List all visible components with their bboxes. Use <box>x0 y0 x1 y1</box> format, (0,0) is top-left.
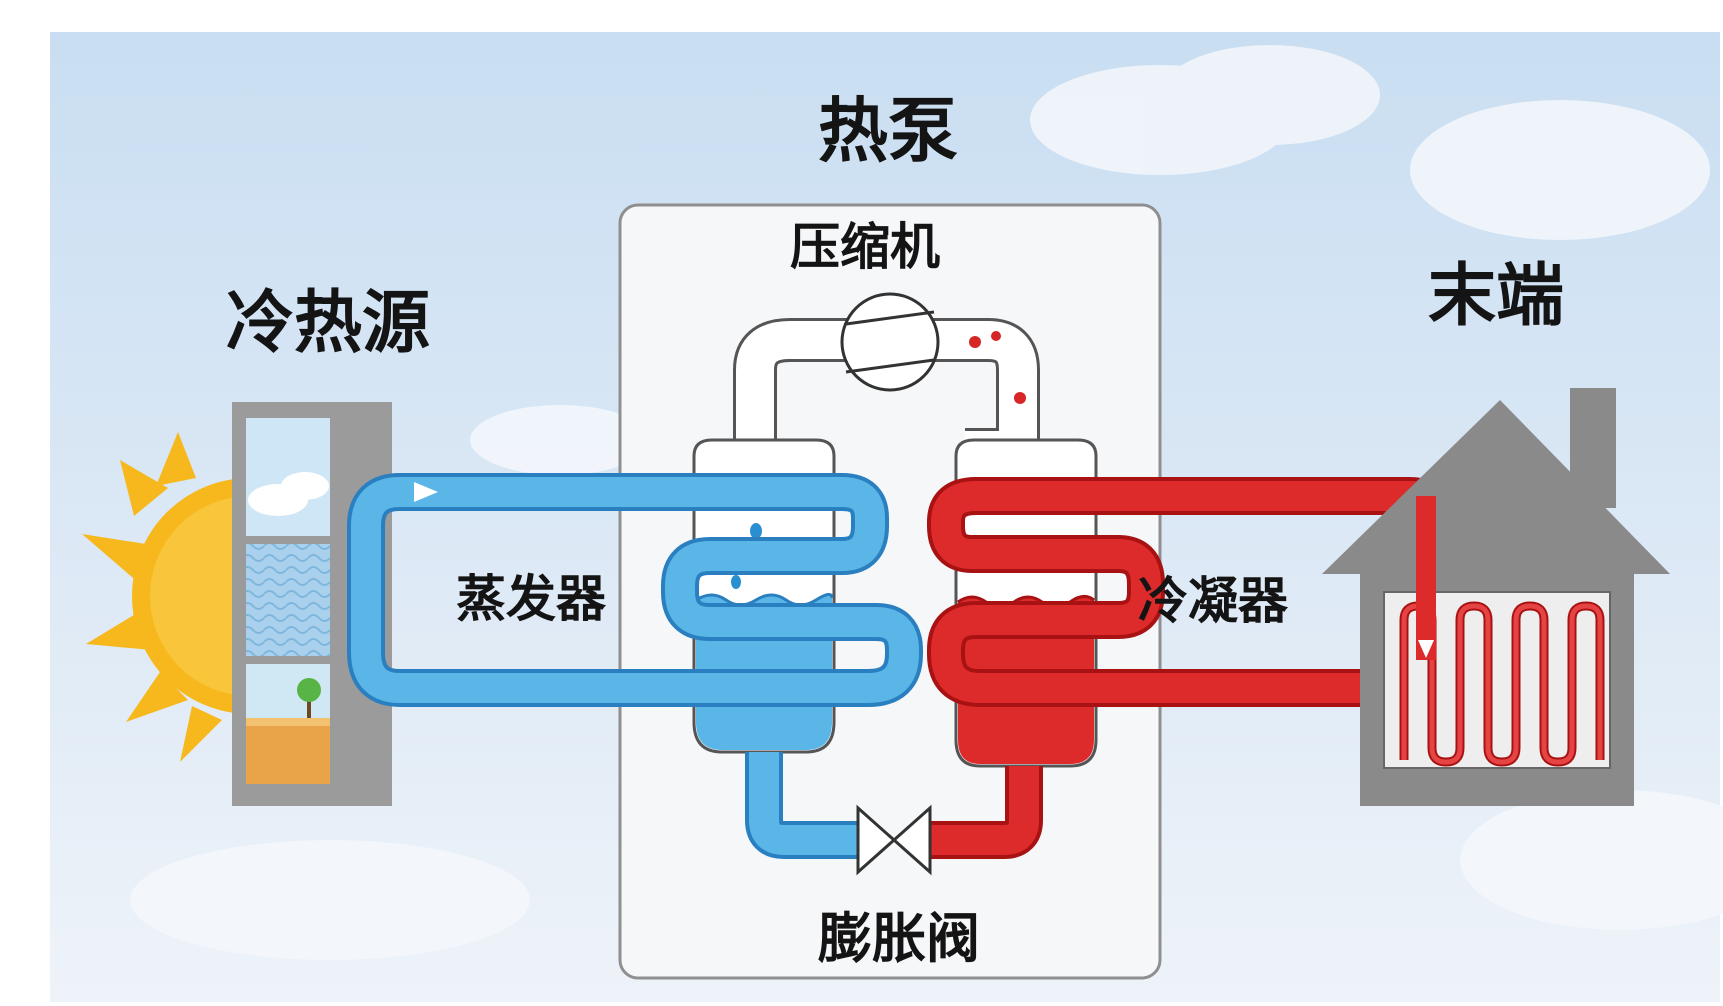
condenser-label: 冷凝器 <box>1138 572 1288 630</box>
expansion-valve-icon <box>856 804 932 876</box>
flow-arrow-icon <box>414 482 438 502</box>
compressor-icon <box>840 292 940 392</box>
evaporator-label: 蒸发器 <box>456 570 606 628</box>
clouds <box>130 45 1723 960</box>
page-title: 热泵 <box>818 90 958 172</box>
compressor-pipes <box>733 318 1040 472</box>
heat-source-panel <box>232 402 392 806</box>
valve-pipes <box>745 752 1043 859</box>
expansion-valve-label: 膨胀阀 <box>818 907 980 970</box>
heat-source-label: 冷热源 <box>226 284 431 363</box>
radiator-icon <box>1383 496 1611 769</box>
cold-water-loop <box>347 473 923 707</box>
compressor-label: 压缩机 <box>790 218 940 276</box>
terminal-label: 末端 <box>1428 257 1565 336</box>
